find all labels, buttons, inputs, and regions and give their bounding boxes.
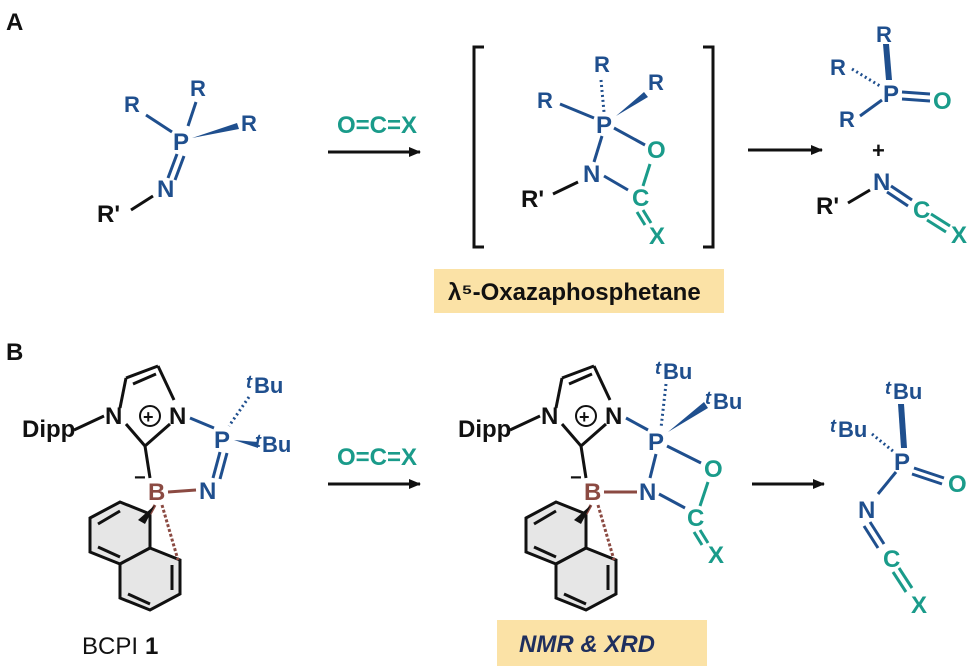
atom-r-prime: R' <box>521 186 544 213</box>
plus-charge: + <box>579 407 590 427</box>
compound-number: 1 <box>145 633 158 660</box>
atom-r: R <box>124 92 140 117</box>
atom-o: O <box>948 471 967 498</box>
phosphinoyl-isocyanate-product: t Bu t Bu P O N C X <box>830 378 967 619</box>
atom-r-prime: R' <box>816 193 839 220</box>
panel-label-a: A <box>6 9 23 36</box>
atom-p: P <box>894 449 910 476</box>
atom-x: X <box>649 223 665 250</box>
intermediate-label: NMR & XRD <box>519 631 655 658</box>
atom-n: N <box>105 403 122 430</box>
bcpi-reactant: + N N Dipp P t Bu t Bu N B − BCPI 1 <box>22 364 291 660</box>
tbu-label: Bu <box>254 373 283 398</box>
tbu-label: Bu <box>838 417 867 442</box>
plus-sign: + <box>872 138 885 163</box>
reagent-ocx: O=C=X <box>337 112 417 139</box>
tbu-label: Bu <box>713 389 742 414</box>
atom-r: R <box>876 22 892 47</box>
left-bracket <box>472 45 484 249</box>
atom-c: C <box>687 505 704 532</box>
tbu-t: t <box>705 388 712 408</box>
atom-r: R <box>241 111 257 136</box>
minus-charge: − <box>134 467 146 489</box>
tbu-t: t <box>246 372 253 392</box>
label-highlight <box>434 269 724 313</box>
atom-p: P <box>214 427 230 454</box>
tbu-label: Bu <box>663 359 692 384</box>
atom-x: X <box>911 592 927 619</box>
atom-n: N <box>541 403 558 430</box>
atom-r: R <box>830 55 846 80</box>
atom-c: C <box>883 546 900 573</box>
atom-o: O <box>704 456 723 483</box>
reagent-ocx: O=C=X <box>337 444 417 471</box>
dipp-group: Dipp <box>22 416 75 443</box>
atom-n: N <box>605 403 622 430</box>
atom-p: P <box>173 129 189 156</box>
tbu-label: Bu <box>262 432 291 457</box>
minus-charge: − <box>570 467 582 489</box>
atom-n: N <box>858 497 875 524</box>
right-bracket <box>703 45 715 249</box>
tbu-t: t <box>655 358 662 378</box>
atom-b: B <box>148 479 165 506</box>
intermediate-label: λ⁵-Oxazaphosphetane <box>448 279 701 306</box>
panel-label-b: B <box>6 339 23 366</box>
atom-x: X <box>708 542 724 569</box>
atom-n: N <box>199 478 216 505</box>
atom-o: O <box>933 88 952 115</box>
atom-r: R <box>537 88 553 113</box>
atom-r: R <box>594 52 610 77</box>
tbu-t: t <box>885 378 892 398</box>
phosphine-oxide-product: R R R P O <box>830 22 952 132</box>
atom-p: P <box>883 81 899 108</box>
atom-n: N <box>157 176 174 203</box>
atom-p: P <box>596 112 612 139</box>
atom-n: N <box>873 169 890 196</box>
atom-n: N <box>583 161 600 188</box>
plus-charge: + <box>143 407 154 427</box>
atom-b: B <box>584 479 601 506</box>
iminophosphorane-reactant: R R R P N R' <box>97 76 257 228</box>
label-highlight <box>497 620 707 666</box>
atom-r: R <box>648 70 664 95</box>
atom-c: C <box>632 185 649 212</box>
tbu-t: t <box>255 431 262 451</box>
tbu-t: t <box>830 416 837 436</box>
atom-o: O <box>647 137 666 164</box>
atom-x: X <box>951 222 967 249</box>
atom-r: R <box>190 76 206 101</box>
oxazaphosphetane-intermediate: R R R P O N C X R' <box>521 52 666 250</box>
tbu-label: Bu <box>893 379 922 404</box>
bcpi-oxazaphosphetane-intermediate: + N N Dipp P t Bu t Bu O N C X B − <box>458 358 742 612</box>
isocyanate-product: R' N C X <box>816 169 967 249</box>
atom-n: N <box>639 479 656 506</box>
atom-r: R <box>839 107 855 132</box>
atom-n: N <box>169 403 186 430</box>
dipp-group: Dipp <box>458 416 511 443</box>
atom-p: P <box>648 429 664 456</box>
atom-r-prime: R' <box>97 201 120 228</box>
atom-c: C <box>913 197 930 224</box>
bcpi-name: BCPI <box>82 633 138 660</box>
